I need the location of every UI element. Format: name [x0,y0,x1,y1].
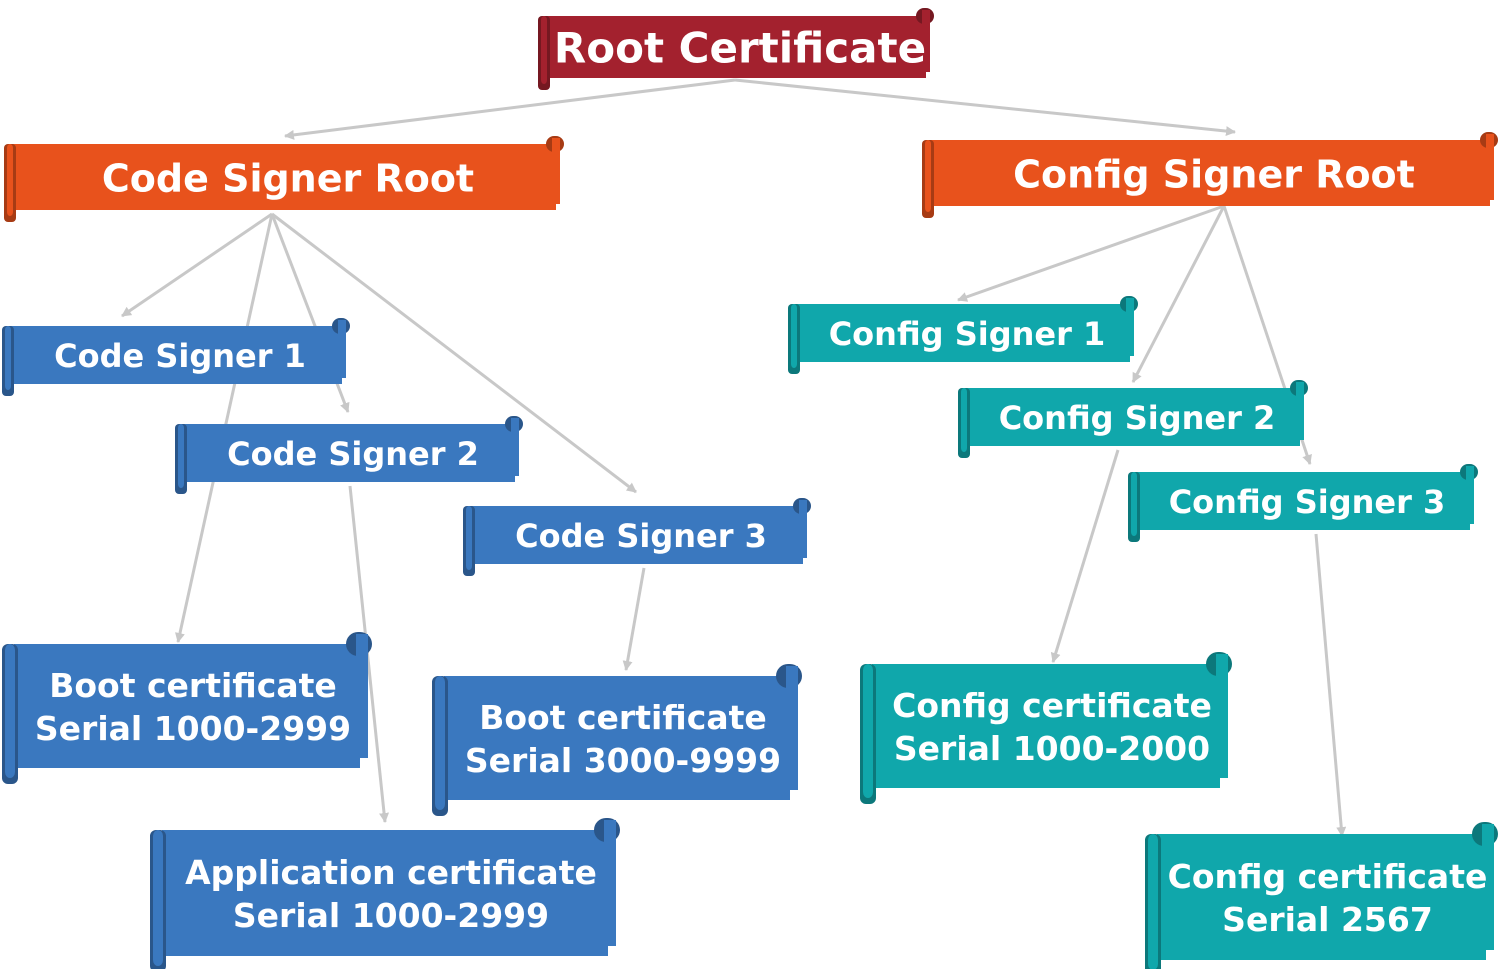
banner-left-roll-face [925,140,931,212]
banner-right-edge [1466,466,1474,524]
banner-body [1157,834,1486,960]
banner-body [444,676,790,800]
banner-left-roll-face [5,326,11,390]
node-code-signer-2: Code Signer 2 [175,416,523,494]
banner-left-roll-face [466,506,472,570]
node-label: Config certificate [892,686,1212,725]
banner-right-edge [1482,824,1494,950]
node-config-signer-root: Config Signer Root [922,132,1498,218]
banner-right-edge [1296,382,1304,440]
banner-body [546,16,926,78]
edge-config-signer-root-to-config-signer-1 [957,204,1225,302]
banner-left-roll-face [863,664,873,798]
banner-body [966,388,1300,446]
node-config-signer-2: Config Signer 2 [958,380,1308,458]
node-label: Config Signer Root [1013,152,1415,196]
edge-code-signer-3-to-boot-cert-2 [622,567,646,671]
banner-right-edge [604,820,616,946]
node-label: Code Signer 2 [227,435,479,473]
banner-body [183,424,515,482]
banner-left-roll-face [5,644,15,778]
banner-body [10,326,342,384]
banner-left-roll-face [153,830,163,966]
banner-right-edge [1126,298,1134,356]
edge-config-signer-root-to-config-signer-2 [1131,205,1226,383]
node-label: Root Certificate [554,24,926,73]
banner-body [1136,472,1470,530]
node-label: Code Signer Root [102,156,474,200]
banner-left-roll-face [1131,472,1137,536]
banner-left-roll-face [178,424,184,488]
node-label: Boot certificate [49,666,337,705]
edge-config-signer-2-to-config-cert-1 [1050,449,1120,663]
node-root-certificate: Root Certificate [538,8,934,90]
banner-left-roll-face [961,388,967,452]
banner-left-roll-face [791,304,797,368]
banner-right-edge [1216,654,1228,778]
edge-config-signer-3-to-config-cert-2 [1314,533,1347,837]
node-label: Config Signer 1 [829,315,1106,353]
banner-body [14,644,360,768]
node-config-signer-3: Config Signer 3 [1128,464,1478,542]
banner-left-roll-face [7,144,13,216]
banner-right-edge [799,500,807,558]
banner-body [872,664,1220,788]
node-label: Code Signer 1 [54,337,306,375]
node-label: Boot certificate [479,698,767,737]
banner-left-roll-face [1148,834,1158,969]
banner-right-edge [922,10,930,72]
edge-code-signer-root-to-code-signer-1 [121,212,273,318]
banner-body [930,140,1490,206]
node-label: Config certificate [1168,857,1488,896]
banner-body [471,506,803,564]
node-config-signer-1: Config Signer 1 [788,296,1138,374]
banner-right-edge [552,138,560,204]
banner-body [162,830,608,956]
node-code-signer-3: Code Signer 3 [463,498,811,576]
node-label: Serial 2567 [1222,900,1433,939]
banner-body [12,144,556,210]
node-label: Code Signer 3 [515,517,767,555]
node-label: Serial 1000-2999 [233,896,549,935]
node-label: Serial 3000-9999 [465,741,781,780]
node-label: Serial 1000-2000 [894,729,1210,768]
edge-code-signer-root-to-code-signer-3 [271,212,637,494]
banner-right-edge [338,320,346,378]
node-code-signer-root: Code Signer Root [4,136,564,222]
node-label: Application certificate [185,853,597,892]
node-label: Serial 1000-2999 [35,709,351,748]
banner-right-edge [356,634,368,758]
banner-right-edge [511,418,519,476]
banner-right-edge [786,666,798,790]
edge-root-certificate-to-config-signer-root [734,78,1236,137]
node-label: Config Signer 2 [999,399,1276,437]
banner-left-roll-face [541,16,547,84]
banner-left-roll-face [435,676,445,810]
node-code-signer-1: Code Signer 1 [2,318,350,396]
node-label: Config Signer 3 [1169,483,1446,521]
banner-body [796,304,1130,362]
banner-right-edge [1486,134,1494,200]
edge-root-certificate-to-code-signer-root [284,78,736,140]
